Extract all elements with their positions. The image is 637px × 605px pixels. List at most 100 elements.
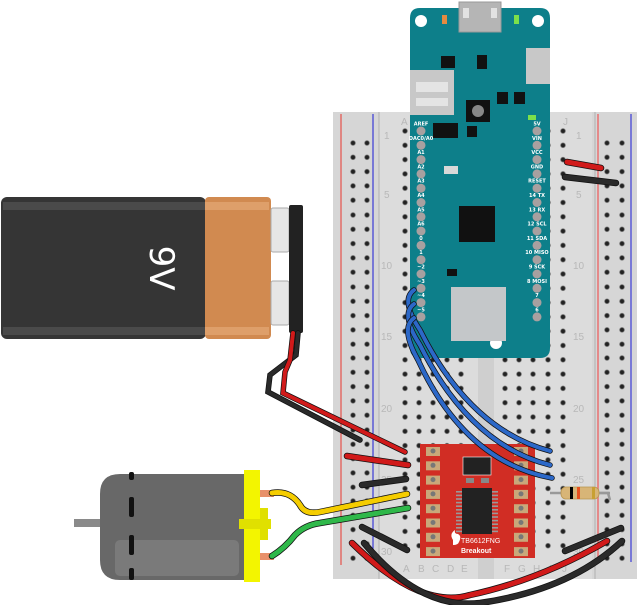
arduino-pin-left[interactable]	[416, 240, 426, 250]
rail-hole	[619, 284, 625, 290]
rail-hole	[350, 397, 356, 404]
rail-hole	[619, 212, 625, 218]
usb-connector-slot-left	[463, 8, 469, 18]
driver-pad-hole	[518, 520, 524, 525]
small-chip	[447, 269, 457, 276]
arduino-pin-left[interactable]	[416, 140, 426, 150]
breadboard-hole	[560, 199, 566, 206]
arduino-pin-left[interactable]	[416, 126, 426, 136]
wire-red-jumper-top-right[interactable]	[564, 159, 604, 171]
rail-hole	[364, 182, 370, 189]
wire-black-jumper-lower-1[interactable]	[359, 524, 410, 553]
ic-leg	[456, 509, 462, 511]
arduino-pin-left[interactable]	[416, 212, 426, 222]
arduino-pin-right[interactable]	[532, 183, 542, 193]
ic-leg	[492, 505, 498, 507]
breadboard-hole	[402, 485, 408, 492]
arduino-pin-label-left: A5	[417, 207, 425, 213]
wire-battery-black[interactable]	[265, 331, 362, 442]
wire-black-jumper-lower-right[interactable]	[562, 525, 624, 554]
wire-black-long-arc[interactable]	[361, 538, 625, 605]
column-letter-a: A	[403, 564, 410, 575]
breadboard-hole	[545, 428, 551, 435]
resistor-lead-bend	[600, 491, 612, 501]
arduino-pin-left[interactable]	[416, 226, 426, 236]
rail-hole	[619, 397, 625, 404]
arduino-pin-label-left: A6	[417, 222, 425, 228]
ic-leg	[492, 516, 498, 518]
rail-hole	[619, 355, 625, 361]
rail-hole	[604, 469, 610, 476]
arduino-pin-right[interactable]	[532, 240, 542, 250]
arduino-pin-right[interactable]	[532, 255, 542, 265]
ic-leg	[456, 494, 462, 497]
rail-hole	[604, 326, 610, 333]
dc-motor[interactable]	[74, 470, 274, 582]
arduino-pin-right[interactable]	[532, 226, 542, 236]
arduino-pin-label-right: VIN	[532, 136, 542, 142]
arduino-pin-left[interactable]	[416, 255, 426, 265]
arduino-pin-right[interactable]	[532, 283, 542, 293]
arduino-pin-left[interactable]	[416, 183, 426, 193]
arduino-pin-right[interactable]	[532, 298, 542, 308]
wire-red-jumper-left[interactable]	[344, 453, 411, 468]
rail-hole	[364, 412, 370, 419]
breadboard-hole	[502, 399, 508, 406]
arduino-pin-label-left: ~4	[417, 293, 425, 299]
rail-hole	[619, 498, 625, 504]
column-letter-g: G	[518, 564, 526, 575]
ic-leg	[456, 512, 462, 515]
arduino-pin-left[interactable]	[416, 298, 426, 308]
breadboard-hole	[545, 514, 551, 521]
9v-battery[interactable]: 9V	[1, 197, 303, 339]
reset-button[interactable]	[472, 105, 484, 117]
wire-motor-yellow[interactable]	[269, 490, 410, 516]
arduino-pin-left[interactable]	[416, 169, 426, 179]
arduino-pin-left[interactable]	[416, 283, 426, 293]
resistor[interactable]	[550, 486, 612, 501]
arduino-pin-right[interactable]	[532, 269, 542, 279]
wire-battery-red[interactable]	[280, 331, 407, 454]
wire-black-jumper-top-right[interactable]	[562, 174, 619, 186]
wire-red-long-arc[interactable]	[349, 538, 610, 601]
rail-hole	[364, 269, 370, 276]
arduino-pin-right[interactable]	[532, 140, 542, 150]
motor-vent	[129, 535, 134, 555]
arduino-pin-right[interactable]	[532, 312, 542, 322]
arduino-pin-left[interactable]	[416, 198, 426, 207]
wire-black-jumper-left[interactable]	[359, 476, 409, 488]
arduino-pin-left[interactable]	[416, 269, 426, 279]
crystal	[444, 166, 458, 174]
wire-motor-green[interactable]	[269, 505, 411, 559]
arduino-pin-right[interactable]	[532, 126, 542, 136]
ic-leg	[492, 494, 498, 497]
wire-blue-3[interactable]	[406, 316, 554, 480]
rail-hole	[619, 182, 625, 189]
arduino-pin-left[interactable]	[416, 312, 426, 322]
rail-hole	[619, 298, 625, 305]
rail-hole	[604, 140, 610, 146]
breadboard-hole	[416, 414, 422, 420]
ic-leg	[456, 505, 462, 507]
rail-hole	[350, 526, 356, 533]
rail-hole	[619, 412, 625, 419]
breadboard-hole	[402, 428, 408, 435]
rail-hole	[619, 469, 625, 476]
arduino-pin-right[interactable]	[532, 169, 542, 179]
breadboard-hole	[560, 256, 566, 263]
wire-blue-1[interactable]	[406, 288, 552, 453]
ic-leg	[492, 523, 498, 525]
arduino-pin-right[interactable]	[532, 155, 542, 165]
arduino-pin-label-left: ~2	[417, 265, 425, 271]
breadboard-hole	[545, 414, 551, 420]
wire-blue-2[interactable]	[406, 302, 552, 467]
rail-hole	[604, 212, 610, 218]
rail-hole	[604, 284, 610, 290]
arduino-pin-left[interactable]	[416, 155, 426, 165]
breadboard-hole	[516, 428, 522, 435]
arduino-pin-right[interactable]	[532, 198, 542, 207]
arduino-pin-right[interactable]	[532, 212, 542, 222]
tb6612fng-breakout[interactable]: TB6612FNG Breakout	[420, 444, 535, 558]
status-led-orange	[442, 15, 447, 24]
